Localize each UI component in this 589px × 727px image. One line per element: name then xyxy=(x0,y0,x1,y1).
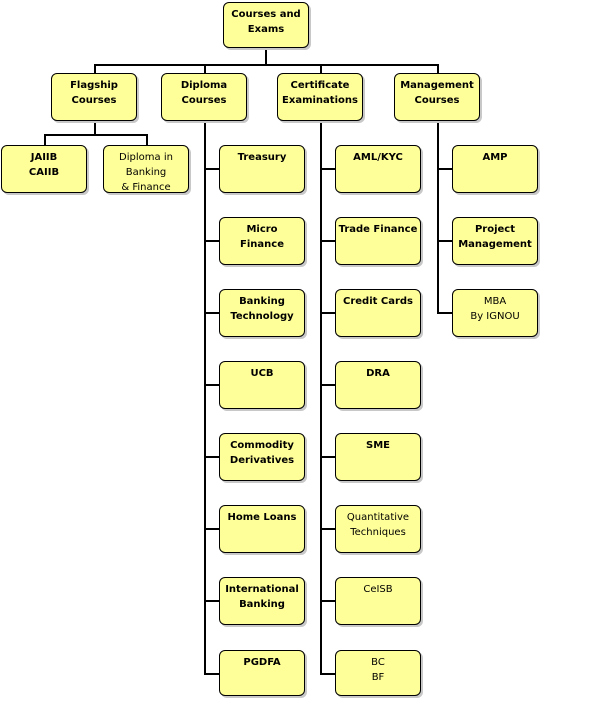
node-credit-cards-label: Credit Cards xyxy=(342,296,414,307)
connector-ucb xyxy=(204,384,220,386)
node-quantitative-techniques-label: Quantitative Techniques xyxy=(346,512,410,538)
connector-pgdfa xyxy=(204,673,220,675)
node-amp: AMP xyxy=(452,145,538,193)
node-diploma-banking-finance: Diploma in Banking & Finance xyxy=(103,145,189,193)
node-project-management: Project Management xyxy=(452,217,538,265)
node-pgdfa-label: PGDFA xyxy=(243,657,281,668)
node-diploma-courses-label: Diploma Courses xyxy=(180,80,228,106)
connector-management-trunk xyxy=(437,120,439,314)
node-diploma-courses: Diploma Courses xyxy=(161,73,247,121)
node-jaiib-caiib-label: JAIIB CAIIB xyxy=(28,152,60,178)
node-home-loans-label: Home Loans xyxy=(227,512,297,523)
node-bc-bf: BC BF xyxy=(335,650,421,696)
node-ucb: UCB xyxy=(219,361,305,409)
connector-project-management xyxy=(437,240,453,242)
connector-management-up xyxy=(437,64,439,74)
node-commodity-derivatives: Commodity Derivatives xyxy=(219,433,305,481)
node-home-loans: Home Loans xyxy=(219,505,305,553)
node-trade-finance: Trade Finance xyxy=(335,217,421,265)
node-courses-and-exams: Courses and Exams xyxy=(223,2,309,48)
connector-ceisb xyxy=(320,600,336,602)
node-jaiib-caiib: JAIIB CAIIB xyxy=(1,145,87,193)
node-aml-kyc-label: AML/KYC xyxy=(353,152,403,163)
connector-bcbf xyxy=(320,673,336,675)
node-mba-by-ignou: MBA By IGNOU xyxy=(452,289,538,337)
connector-sme xyxy=(320,456,336,458)
node-pgdfa: PGDFA xyxy=(219,650,305,696)
connector-home-loans xyxy=(204,528,220,530)
node-aml-kyc: AML/KYC xyxy=(335,145,421,193)
node-banking-technology-label: Banking Technology xyxy=(230,296,294,322)
node-flagship-courses: Flagship Courses xyxy=(51,73,137,121)
node-courses-and-exams-label: Courses and Exams xyxy=(231,9,301,35)
node-sme-label: SME xyxy=(366,440,390,451)
connector-flagship-up xyxy=(94,64,96,74)
node-treasury-label: Treasury xyxy=(237,152,287,163)
connector-diploma-trunk xyxy=(204,120,206,675)
node-certificate-examinations-label: Certificate Examinations xyxy=(282,80,358,106)
node-treasury: Treasury xyxy=(219,145,305,193)
node-commodity-derivatives-label: Commodity Derivatives xyxy=(229,440,295,466)
node-project-management-label: Project Management xyxy=(458,224,532,250)
node-quantitative-techniques: Quantitative Techniques xyxy=(335,505,421,553)
node-amp-label: AMP xyxy=(482,152,508,163)
node-dra: DRA xyxy=(335,361,421,409)
node-micro-finance-label: Micro Finance xyxy=(240,224,284,250)
connector-dra xyxy=(320,384,336,386)
connector-jaiib-up xyxy=(44,134,46,146)
node-ceisb: CeISB xyxy=(335,577,421,625)
connector-root-down xyxy=(265,48,267,65)
connector-international-banking xyxy=(204,600,220,602)
node-flagship-courses-label: Flagship Courses xyxy=(70,80,118,106)
node-bc-bf-label: BC BF xyxy=(371,657,385,683)
connector-flagship-down xyxy=(94,120,96,135)
connector-flagship-bar xyxy=(44,134,148,136)
connector-certificate-up xyxy=(320,64,322,74)
node-mba-by-ignou-label: MBA By IGNOU xyxy=(470,296,520,322)
node-international-banking: International Banking xyxy=(219,577,305,625)
connector-certificate-trunk xyxy=(320,120,322,675)
connector-commodity-derivatives xyxy=(204,456,220,458)
node-management-courses-label: Management Courses xyxy=(400,80,474,106)
node-diploma-banking-finance-label: Diploma in Banking & Finance xyxy=(119,152,173,193)
node-ceisb-label: CeISB xyxy=(363,584,393,595)
connector-mba xyxy=(437,312,453,314)
connector-quantitative-techniques xyxy=(320,528,336,530)
node-micro-finance: Micro Finance xyxy=(219,217,305,265)
connector-treasury xyxy=(204,168,220,170)
node-banking-technology: Banking Technology xyxy=(219,289,305,337)
connector-trade-finance xyxy=(320,240,336,242)
connector-aml-kyc xyxy=(320,168,336,170)
node-credit-cards: Credit Cards xyxy=(335,289,421,337)
node-ucb-label: UCB xyxy=(250,368,274,379)
connector-diploma-banking-up xyxy=(146,134,148,146)
connector-banking-technology xyxy=(204,312,220,314)
connector-credit-cards xyxy=(320,312,336,314)
node-trade-finance-label: Trade Finance xyxy=(338,224,418,235)
node-sme: SME xyxy=(335,433,421,481)
connector-diploma-up xyxy=(204,64,206,74)
connector-top-bar xyxy=(94,64,438,66)
node-management-courses: Management Courses xyxy=(394,73,480,121)
connector-amp xyxy=(437,168,453,170)
node-dra-label: DRA xyxy=(366,368,390,379)
connector-micro-finance xyxy=(204,240,220,242)
node-international-banking-label: International Banking xyxy=(225,584,299,610)
node-certificate-examinations: Certificate Examinations xyxy=(277,73,363,121)
